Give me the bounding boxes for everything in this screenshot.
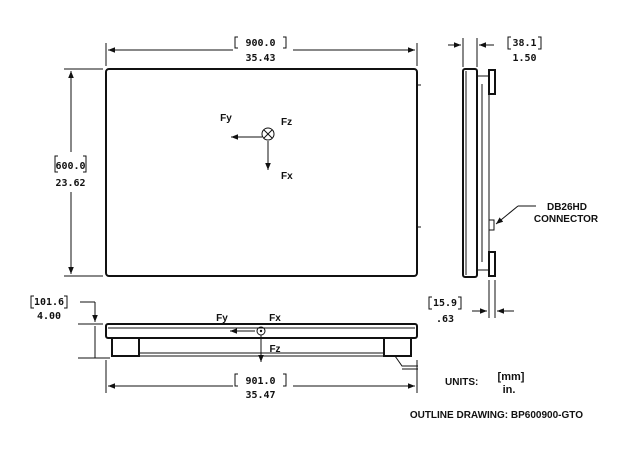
units-legend: UNITS: [mm] in. [445, 371, 525, 396]
units-label: UNITS: [445, 377, 478, 388]
units-in: in. [503, 384, 516, 396]
fx-axis-symbol [256, 326, 266, 336]
top-width-in: 35.43 [245, 53, 275, 64]
side-view-plate [462, 68, 478, 278]
side-offset-dimension: 15.9 .63 [428, 280, 514, 325]
bottom-width-dimension: 901.0 35.47 [105, 360, 418, 401]
top-axis-fx-label: Fx [281, 171, 293, 182]
side-offset-mm: 15.9 [433, 298, 457, 309]
top-width-dimension: 900.0 35.43 [105, 36, 418, 66]
side-thickness-dimension: 38.1 1.50 [448, 36, 542, 67]
top-axis-fz-label: Fz [281, 117, 292, 128]
top-width-mm: 900.0 [245, 38, 275, 49]
side-offset-in: .63 [436, 314, 454, 325]
left-height-mm: 600.0 [55, 161, 85, 172]
top-view-axes: Fy Fz Fx [220, 113, 293, 182]
front-axis-fz-label: Fz [269, 344, 280, 355]
side-thickness-mm: 38.1 [512, 38, 536, 49]
front-view-cable [394, 355, 418, 367]
front-axis-fy-label: Fy [216, 313, 228, 324]
front-height-dimension: 101.6 4.00 [30, 295, 110, 359]
side-view [462, 68, 496, 278]
front-view-axes: Fy Fx Fz [216, 313, 281, 362]
connector-label-line2: CONNECTOR [534, 214, 599, 225]
left-height-in: 23.62 [55, 178, 85, 189]
db26hd-connector [488, 219, 495, 231]
front-height-mm: 101.6 [34, 297, 64, 308]
top-axis-fy-label: Fy [220, 113, 232, 124]
bottom-width-in: 35.47 [245, 390, 275, 401]
units-mm: [mm] [498, 371, 525, 383]
fz-axis-symbol [261, 127, 275, 141]
front-height-in: 4.00 [37, 311, 61, 322]
top-view-plate [105, 68, 418, 277]
bottom-width-mm: 901.0 [245, 376, 275, 387]
connector-callout: DB26HD CONNECTOR [495, 202, 599, 225]
drawing-title: OUTLINE DRAWING: BP600900-GTO [410, 410, 583, 421]
top-view [105, 68, 421, 277]
side-thickness-in: 1.50 [512, 53, 536, 64]
front-axis-fx-label: Fx [269, 313, 281, 324]
connector-label-line1: DB26HD [547, 202, 587, 213]
left-height-dimension: 600.0 23.62 [54, 68, 103, 277]
